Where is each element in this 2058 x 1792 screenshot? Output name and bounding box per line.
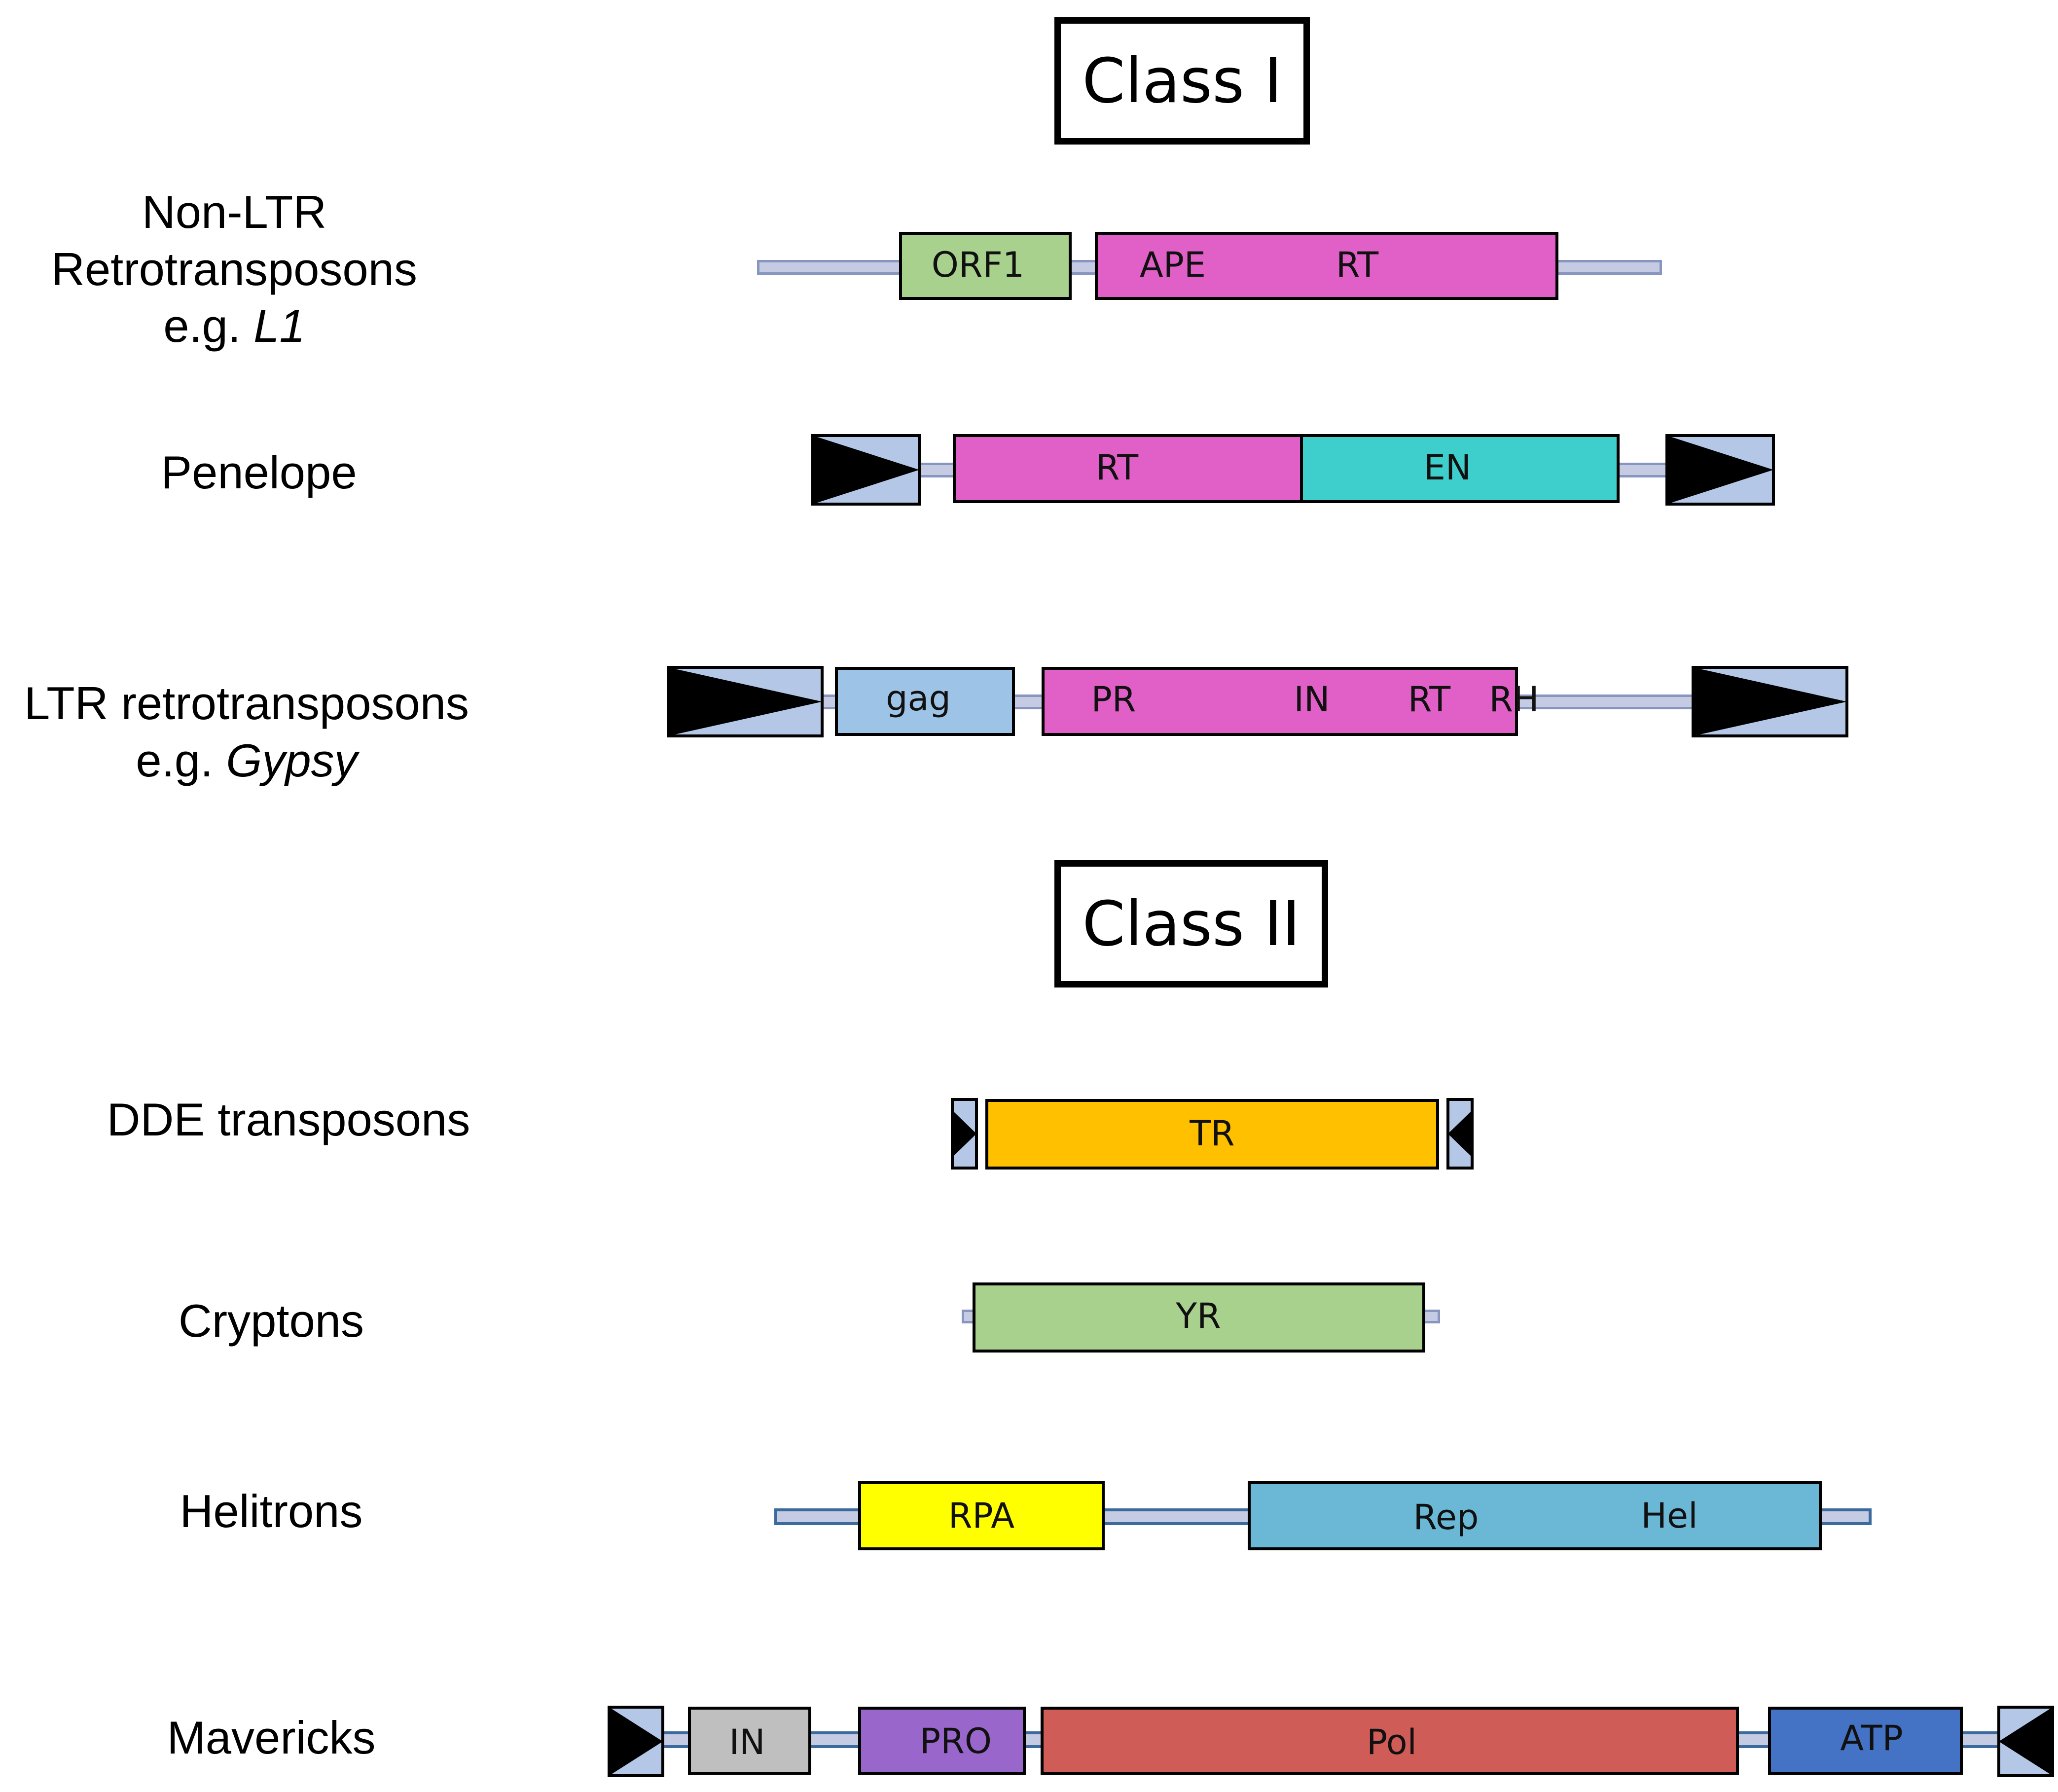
mavericks-tir-right-icon — [1997, 1706, 2054, 1777]
ltr-pr-label: PR — [1091, 679, 1136, 720]
helitrons-rep-label: Rep — [1413, 1497, 1479, 1537]
ltr-rt-label: RT — [1408, 679, 1451, 720]
mavericks-pol-domain — [1041, 1707, 1739, 1775]
helitrons-rpa-label: RPA — [948, 1496, 1015, 1536]
ltr-gag-label: gag — [886, 678, 951, 719]
penelope-rt-domain — [953, 434, 1303, 503]
non-ltr-ape-rt-domain — [1095, 232, 1558, 300]
ltr-right-terminal-repeat-icon — [1692, 666, 1848, 737]
cryptons-label: Cryptons — [178, 1295, 364, 1347]
penelope-ltr-left-icon — [811, 434, 921, 506]
ltr-in-label: IN — [1294, 679, 1330, 720]
ltr-gag-domain — [835, 667, 1015, 736]
non-ltr-ape-label: APE — [1139, 245, 1206, 285]
non-ltr-name-line2: Retrotransposons — [51, 243, 417, 295]
non-ltr-name-line1: Non-LTR — [142, 186, 327, 238]
dde-tr-domain — [985, 1099, 1439, 1170]
mavericks-label: Mavericks — [167, 1712, 376, 1763]
mavericks-tir-left-icon — [608, 1706, 664, 1777]
ltr-name: LTR retrotransposons — [24, 677, 469, 729]
dde-tir-left-icon — [951, 1098, 978, 1170]
non-ltr-example-prefix: e.g. — [163, 300, 254, 352]
mavericks-pro-label: PRO — [920, 1721, 992, 1761]
ltr-rh-label: RH — [1489, 679, 1539, 720]
helitrons-label: Helitrons — [180, 1485, 363, 1537]
ltr-example: e.g. Gypsy — [0, 732, 493, 789]
dde-tir-right-icon — [1446, 1098, 1474, 1170]
dde-tr-label: TR — [1190, 1113, 1235, 1154]
ltr-example-prefix: e.g. — [136, 734, 226, 786]
cryptons-yr-domain — [973, 1282, 1425, 1353]
helitrons-rpa-domain — [858, 1481, 1105, 1550]
mavericks-pol-label: Pol — [1367, 1722, 1417, 1762]
penelope-rt-label: RT — [1095, 447, 1139, 488]
ltr-example-name: Gypsy — [226, 734, 358, 786]
penelope-en-domain — [1300, 434, 1620, 503]
non-ltr-orf1-label: ORF1 — [931, 245, 1025, 285]
helitrons-rep-hel-domain — [1248, 1481, 1822, 1550]
non-ltr-label: Non-LTR Retrotransposons e.g. L1 — [30, 183, 439, 355]
class-i-title: Class I — [1054, 17, 1310, 145]
penelope-ltr-right-icon — [1665, 434, 1775, 506]
mavericks-atp-label: ATP — [1840, 1718, 1903, 1758]
non-ltr-rt-label: RT — [1336, 245, 1379, 285]
dde-label: DDE transposons — [107, 1094, 470, 1145]
non-ltr-example: e.g. L1 — [30, 297, 439, 355]
non-ltr-example-name: L1 — [253, 300, 305, 352]
cryptons-yr-label: YR — [1176, 1296, 1221, 1336]
mavericks-in-domain — [688, 1707, 811, 1775]
mavericks-pro-domain — [858, 1707, 1026, 1775]
class-ii-title-text: Class II — [1082, 888, 1300, 960]
mavericks-in-label: IN — [729, 1722, 765, 1762]
non-ltr-orf1-domain — [899, 232, 1072, 300]
class-i-title-text: Class I — [1082, 45, 1282, 117]
penelope-en-label: EN — [1423, 447, 1472, 488]
helitrons-hel-label: Hel — [1641, 1496, 1698, 1536]
mavericks-atp-domain — [1768, 1707, 1963, 1775]
class-ii-title: Class II — [1054, 860, 1328, 987]
ltr-label: LTR retrotransposons e.g. Gypsy — [0, 675, 493, 789]
ltr-pol-domain — [1042, 667, 1518, 736]
penelope-label: Penelope — [161, 446, 357, 498]
ltr-left-terminal-repeat-icon — [667, 666, 824, 737]
